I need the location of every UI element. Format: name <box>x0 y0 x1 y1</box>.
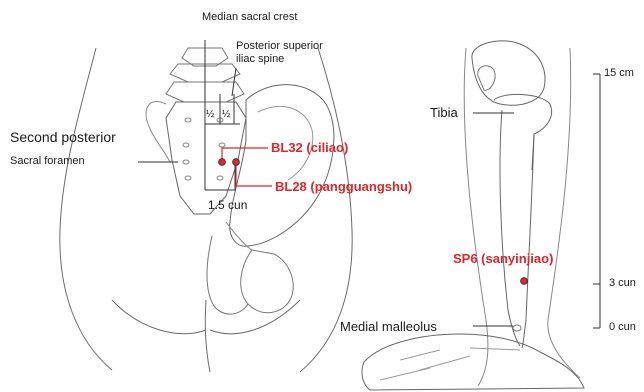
cun-bracket <box>205 165 235 190</box>
ilium-right <box>230 85 334 247</box>
acetabulum <box>241 250 293 313</box>
tibia-front <box>500 110 520 346</box>
tibia-head <box>494 94 552 170</box>
bl28-label: BL28 (pangguangshu) <box>275 180 412 193</box>
half-right-label: ½ <box>222 110 230 120</box>
foot-bones <box>380 348 520 380</box>
sp6-dot <box>521 278 528 285</box>
scale-bottom-label: 0 cun <box>609 322 636 333</box>
buttock-left <box>112 300 206 334</box>
psis-label-line1: Posterior superior <box>236 41 323 52</box>
leg-outline-back <box>548 48 580 378</box>
psis-label-line2: iliac spine <box>236 54 284 65</box>
scale-top-label: 15 cm <box>604 68 634 79</box>
bl32-leader <box>222 148 268 160</box>
bl28-leader <box>236 164 272 186</box>
bl32-dot <box>219 159 226 166</box>
bl28-dot <box>233 159 240 166</box>
ilium-left <box>146 101 170 162</box>
sp6-label: SP6 (sanyinjiao) <box>453 252 553 265</box>
foot <box>362 334 584 390</box>
scale-middle-label: 3 cun <box>609 278 636 289</box>
body-outline-left <box>60 48 112 370</box>
tibia-label: Tibia <box>430 106 458 119</box>
median-sacral-crest-label: Median sacral crest <box>202 12 297 23</box>
one-five-cun-label: 1.5 cun <box>208 199 247 211</box>
malleolus <box>513 325 521 331</box>
medial-malleolus-label: Medial malleolus <box>340 320 437 333</box>
second-posterior-label: Second posterior <box>10 130 116 144</box>
bl32-label: BL32 (ciliao) <box>271 141 348 154</box>
sacral-foramen-label: Sacral foramen <box>10 156 85 167</box>
gluteal-cleft <box>205 300 210 372</box>
patella <box>478 66 495 90</box>
sacral-foramina <box>183 118 225 180</box>
half-left-label: ½ <box>206 110 214 120</box>
